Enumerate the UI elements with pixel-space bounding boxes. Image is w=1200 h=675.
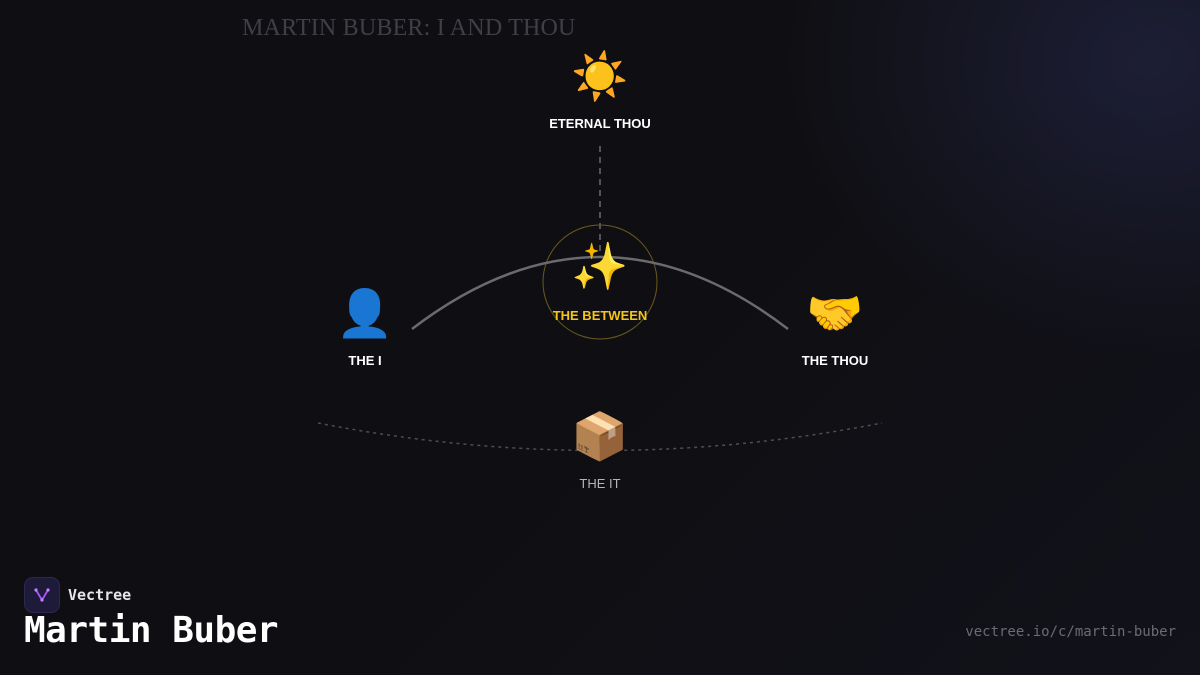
node-label-the-thou: THE THOU [801, 353, 869, 368]
node-label-the-i: THE I [348, 353, 382, 368]
node-label-the-it: THE IT [579, 476, 621, 491]
brand-name: Vectree [68, 586, 132, 604]
node-eternal-thou: ☀️ ETERNAL THOU [549, 48, 651, 131]
page-title: Martin Buber [24, 610, 279, 651]
node-the-it: 📦 THE IT [571, 408, 628, 491]
vectree-logo-icon [24, 577, 60, 613]
sun-icon: ☀️ [571, 50, 629, 102]
source-url[interactable]: vectree.io/c/martin-buber [965, 624, 1176, 640]
i-thou-arc [411, 255, 789, 330]
diagram-title: MARTIN BUBER: I AND THOU [242, 15, 576, 41]
node-the-i: 👤 THE I [336, 285, 393, 368]
handshake-icon: 🤝 [806, 287, 864, 339]
node-label-the-between: THE BETWEEN [552, 308, 648, 323]
sparkles-icon: ✨ [571, 240, 629, 292]
between-ring [542, 224, 658, 340]
node-the-thou: 🤝 THE THOU [802, 285, 868, 368]
person-icon: 👤 [336, 287, 394, 339]
node-the-between: ✨ THE BETWEEN [553, 238, 648, 323]
node-label-eternal-thou: ETERNAL THOU [549, 116, 651, 131]
package-icon: 📦 [571, 410, 629, 462]
i-it-arc [317, 422, 883, 452]
brand[interactable]: Vectree [24, 577, 131, 613]
